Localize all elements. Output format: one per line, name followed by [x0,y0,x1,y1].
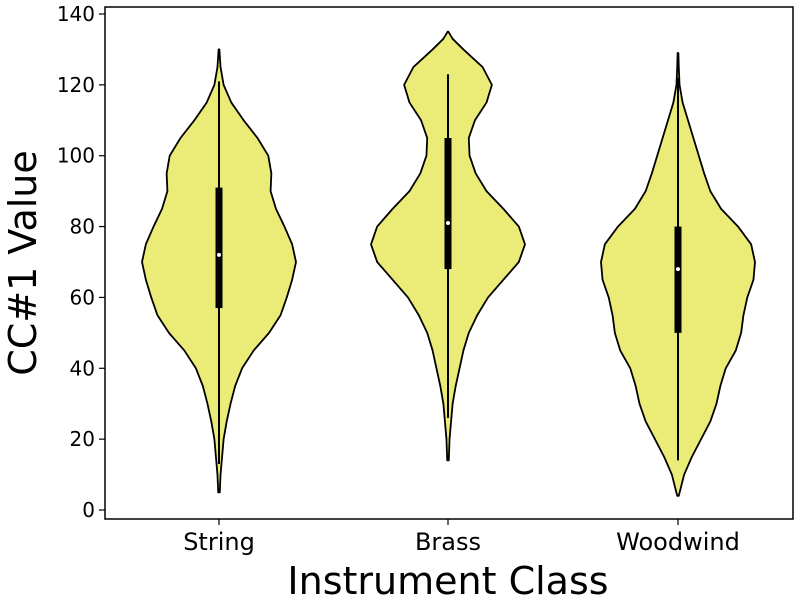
y-tick-label: 120 [57,73,95,97]
x-axis: String Brass Woodwind [183,519,740,556]
x-tick-label: Brass [415,528,481,556]
y-tick-label: 80 [70,215,95,239]
x-tick-label: String [183,528,255,556]
y-tick-label: 0 [82,498,95,522]
violin-median-dot [446,221,450,226]
y-tick-label: 140 [57,2,95,26]
y-tick-label: 60 [70,285,95,309]
violin-iqr-box [215,187,223,309]
x-tick-label: Woodwind [616,528,740,556]
violin-iqr-box [674,226,682,333]
violin-median-dot [676,267,680,272]
violin-iqr-box [444,138,452,270]
plot-frame [104,6,794,520]
y-tick-label: 40 [70,356,95,380]
y-tick-label: 100 [57,144,95,168]
y-axis: 0 20 40 60 80 100 120 140 [57,2,105,522]
y-axis-title: CC#1 Value [1,150,45,376]
violin-median-dot [217,252,221,257]
violins-layer [141,30,756,497]
y-tick-label: 20 [70,427,95,451]
x-axis-title: Instrument Class [287,559,608,600]
